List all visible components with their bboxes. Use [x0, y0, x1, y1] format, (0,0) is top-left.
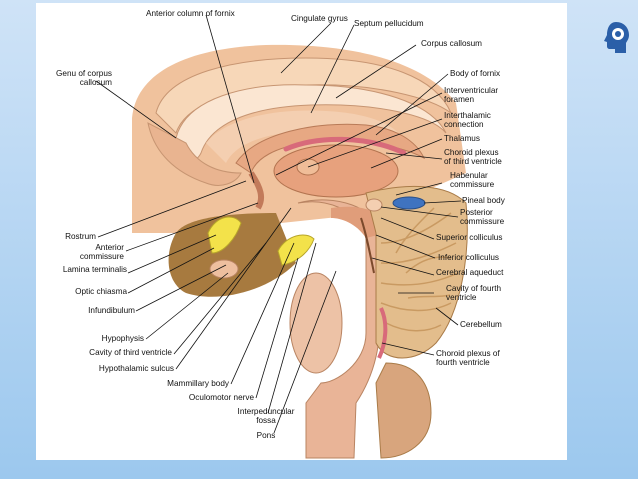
label-optic-chiasma: Optic chiasma [75, 287, 127, 296]
label-lamina-terminalis: Lamina terminalis [62, 265, 127, 274]
label-interpeduncular-fossa: Interpeduncular fossa [216, 407, 316, 425]
label-habenular-commissure: Habenular commissure [450, 171, 494, 189]
genu-corpus-callosum [147, 122, 242, 186]
label-rostrum: Rostrum [65, 232, 96, 241]
label-cp3-line-2: of third ventricle [444, 157, 502, 166]
thalamus [273, 144, 399, 198]
label-choroid-plexus-fourth-ventricle: Choroid plexus of fourth ventricle [436, 349, 500, 367]
label-infundibulum: Infundibulum [88, 306, 135, 315]
label-genu-of-corpus-callosum: Genu of corpus callosum [36, 69, 112, 87]
medulla-cerebellar-tonsil [375, 362, 432, 459]
label-pc-line-2: commissure [460, 217, 505, 226]
optic-chiasma-shape [207, 216, 242, 254]
label-cavity-of-third-ventricle: Cavity of third ventricle [89, 348, 172, 357]
label-itc-line-1: Interthalamic [444, 111, 491, 120]
label-ipf-line-1: Interpeduncular [237, 407, 295, 416]
label-oculomotor-nerve: Oculomotor nerve [188, 393, 254, 402]
diagram-panel: Anterior column of fornix Cingulate gyru… [36, 3, 567, 460]
label-hypothalamic-sulcus: Hypothalamic sulcus [98, 364, 174, 373]
label-cerebellum: Cerebellum [460, 320, 502, 329]
label-ivf-line-2: foramen [444, 95, 475, 104]
label-hypophysis: Hypophysis [101, 334, 144, 343]
septum-pellucidum [206, 110, 406, 163]
label-superior-colliculus: Superior colliculus [436, 233, 503, 242]
label-cp3-line-1: Choroid plexus [444, 148, 499, 157]
label-hab-line-2: commissure [450, 180, 495, 189]
cerebral-aqueduct [360, 217, 375, 274]
corpus-callosum [175, 84, 447, 161]
label-genu-line-1: Genu of corpus [56, 69, 112, 78]
pineal-body [392, 196, 426, 210]
label-pc-line-1: Posterior [460, 208, 493, 217]
label-body-of-fornix: Body of fornix [450, 69, 501, 78]
label-c4v-line-2: ventricle [446, 293, 477, 302]
label-ivf-line-1: Interventricular [444, 86, 499, 95]
choroid-plexus-fourth-ventricle [377, 307, 388, 359]
label-genu-line-2: callosum [79, 78, 112, 87]
label-ac-line-1: Anterior [95, 243, 124, 252]
label-anterior-column-of-fornix: Anterior column of fornix [146, 9, 235, 18]
brain-sagittal-section [95, 14, 468, 459]
label-cp4-line-1: Choroid plexus of [436, 349, 500, 358]
label-anterior-commissure: Anterior commissure [36, 243, 124, 261]
label-ipf-line-2: fossa [256, 416, 276, 425]
temporal-region [168, 213, 296, 297]
label-mammillary-body: Mammillary body [167, 379, 229, 388]
label-pineal-body: Pineal body [462, 196, 505, 205]
leader-lines [95, 14, 462, 434]
label-septum-pellucidum: Septum pellucidum [354, 19, 424, 28]
arbor-vitae [380, 207, 459, 332]
label-cavity-of-fourth-ventricle: Cavity of fourth ventricle [446, 284, 501, 302]
label-itc-line-2: connection [444, 120, 484, 129]
label-hab-line-1: Habenular [450, 171, 488, 180]
label-ac-line-2: commissure [79, 252, 124, 261]
head-profile-logo-icon [604, 22, 629, 53]
label-c4v-line-1: Cavity of fourth [446, 284, 502, 293]
choroid-plexus-third-ventricle [283, 136, 407, 156]
label-thalamus: Thalamus [444, 134, 480, 143]
label-pons: Pons [256, 431, 276, 440]
label-cingulate-gyrus: Cingulate gyrus [291, 14, 348, 23]
label-choroid-plexus-third-ventricle: Choroid plexus of third ventricle [444, 148, 502, 166]
label-interthalamic-connection: Interthalamic connection [444, 111, 491, 129]
anterior-column-fornix [248, 171, 265, 210]
oculomotor-nerve-shape [277, 234, 315, 266]
posterior-commissure [365, 198, 383, 212]
label-inferior-colliculus: Inferior colliculus [438, 253, 499, 262]
label-posterior-commissure: Posterior commissure [460, 208, 504, 226]
label-interventricular-foramen: Interventricular foramen [444, 86, 498, 104]
hypophysis [209, 259, 239, 279]
label-cp4-line-2: fourth ventricle [436, 358, 490, 367]
label-cerebral-aqueduct: Cerebral aqueduct [436, 268, 504, 277]
label-corpus-callosum: Corpus callosum [421, 39, 482, 48]
